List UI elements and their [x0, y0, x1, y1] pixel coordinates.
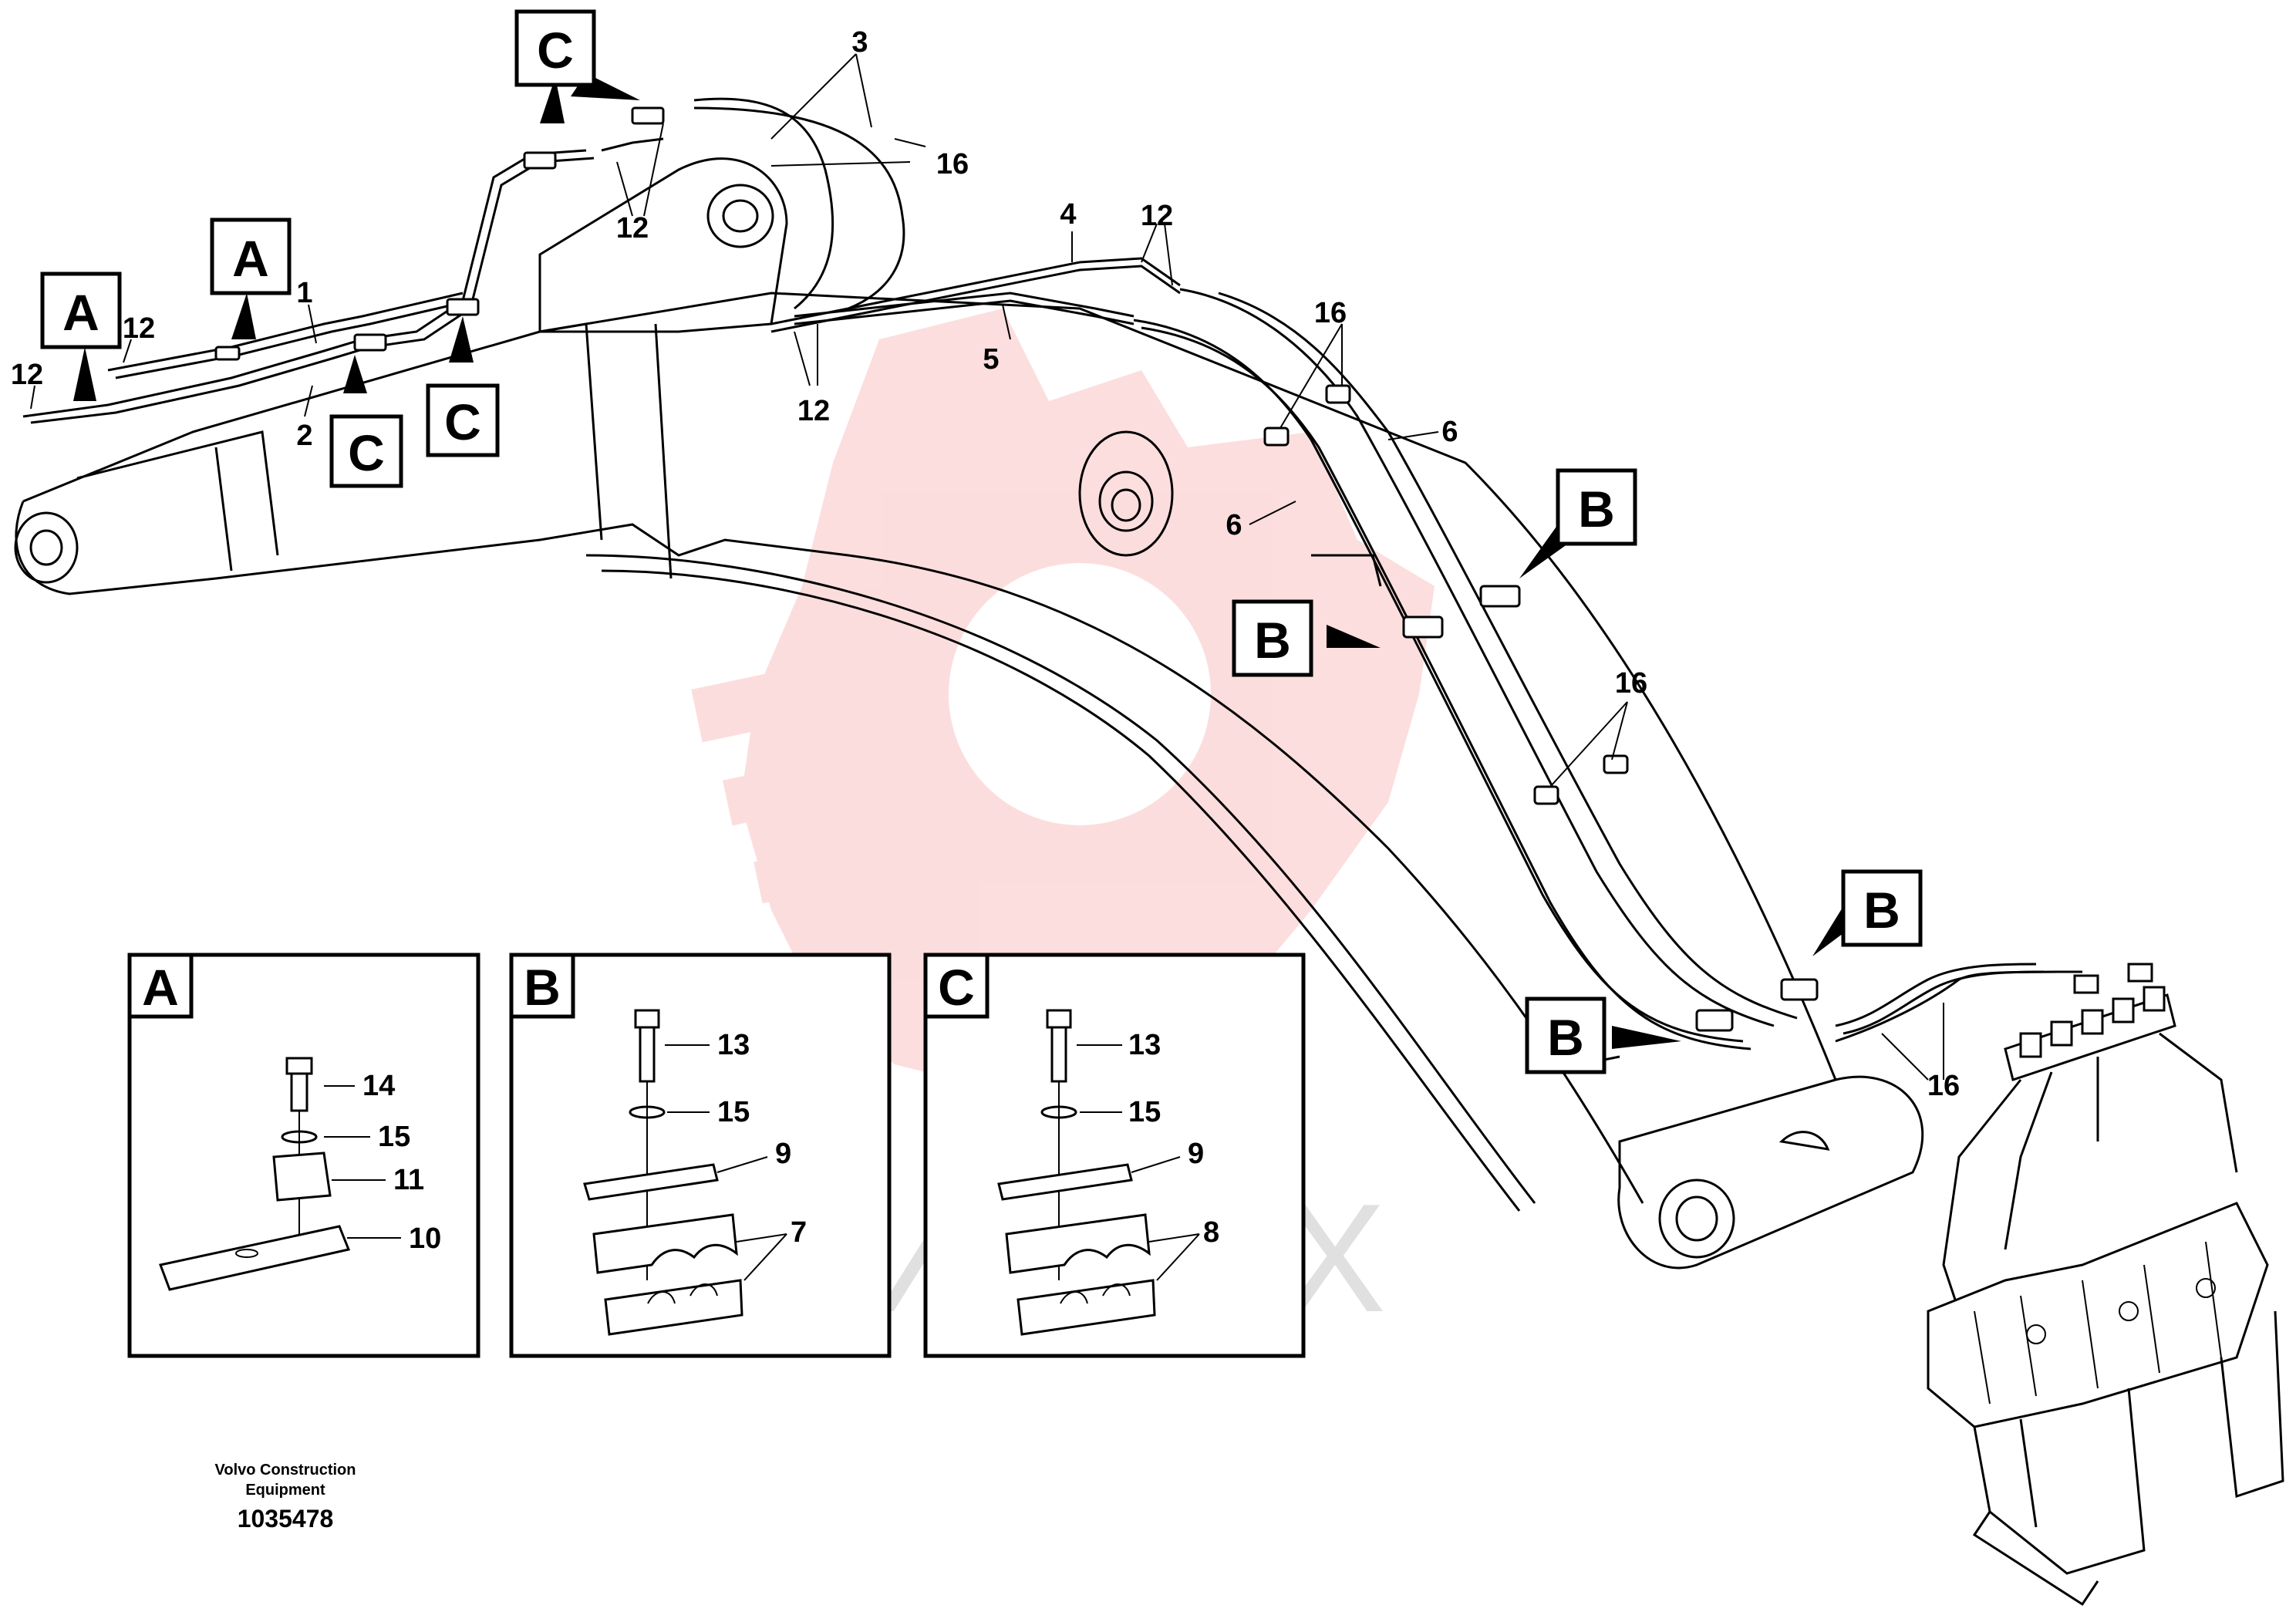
- callout-12: 12: [797, 395, 830, 427]
- detail-B-title: B: [524, 959, 561, 1016]
- marker-box-A-2: A: [210, 218, 292, 295]
- callout-14: 14: [362, 1070, 395, 1102]
- callout-5: 5: [983, 343, 999, 376]
- callout-6: 6: [1226, 509, 1242, 541]
- callout-12: 12: [11, 359, 43, 391]
- detail-A-title: A: [142, 959, 179, 1016]
- callout-15: 15: [1128, 1096, 1161, 1128]
- callout-9: 9: [775, 1138, 791, 1170]
- hydraulic-lines: [22, 97, 2083, 1050]
- callout-16: 16: [1314, 297, 1347, 329]
- control-valve-block: [1927, 963, 2284, 1607]
- marker-box-B-4: B: [1525, 996, 1607, 1074]
- marker-box-B-2: B: [1232, 599, 1313, 677]
- callout-11: 11: [393, 1164, 424, 1196]
- callout-13: 13: [1128, 1029, 1161, 1061]
- leader-lines: [30, 53, 1944, 1081]
- callout-4: 4: [1060, 198, 1076, 231]
- svg-text:B: B: [1578, 481, 1615, 538]
- marker-box-B-3: B: [1841, 869, 1923, 947]
- callout-9: 9: [1188, 1138, 1204, 1170]
- detail-box-C: C 13 15 9 8: [923, 953, 1306, 1358]
- callout-13: 13: [717, 1029, 750, 1061]
- marker-box-A-1: A: [40, 271, 122, 349]
- callout-6: 6: [1441, 416, 1458, 448]
- detail-C-title: C: [938, 959, 975, 1016]
- svg-text:A: A: [62, 284, 99, 341]
- callout-3: 3: [851, 26, 868, 59]
- callout-10: 10: [409, 1222, 441, 1255]
- marker-box-C-1: C: [514, 9, 596, 87]
- callout-2: 2: [296, 420, 312, 452]
- callout-15: 15: [717, 1096, 750, 1128]
- callout-16: 16: [1927, 1070, 1960, 1102]
- callout-16: 16: [936, 148, 969, 180]
- callout-7: 7: [791, 1216, 807, 1249]
- callout-8: 8: [1203, 1216, 1219, 1249]
- clamp-icons: [214, 106, 1819, 1032]
- marker-box-C-3: C: [426, 383, 500, 457]
- company-name-line2: Equipment: [245, 1482, 325, 1499]
- company-name-line1: Volvo Construction: [215, 1462, 356, 1479]
- svg-text:B: B: [1254, 612, 1291, 669]
- svg-text:C: C: [537, 22, 574, 79]
- svg-text:C: C: [348, 424, 385, 481]
- callout-12: 12: [616, 212, 649, 244]
- svg-text:A: A: [232, 230, 269, 287]
- callout-numbers: 1 2 3 4 5 6 6 12 12 12 12 12 16 16 16 16: [11, 26, 1960, 1102]
- callout-12: 12: [123, 312, 155, 345]
- watermark-gear-icon: [691, 309, 1435, 1095]
- callout-12: 12: [1141, 200, 1173, 232]
- svg-text:C: C: [444, 393, 481, 450]
- detail-box-B: B 13 15 9 7: [509, 953, 892, 1358]
- svg-text:B: B: [1547, 1009, 1584, 1066]
- callout-1: 1: [296, 277, 312, 309]
- detail-box-A: A 14 15 11 10: [127, 953, 480, 1358]
- callout-15: 15: [378, 1121, 410, 1153]
- callout-16: 16: [1615, 667, 1647, 700]
- svg-text:B: B: [1863, 882, 1900, 939]
- marker-box-B-1: B: [1556, 468, 1637, 546]
- marker-box-C-2: C: [329, 414, 403, 488]
- drawing-number: 1035478: [238, 1505, 334, 1533]
- footer: Volvo Construction Equipment 1035478: [215, 1462, 356, 1533]
